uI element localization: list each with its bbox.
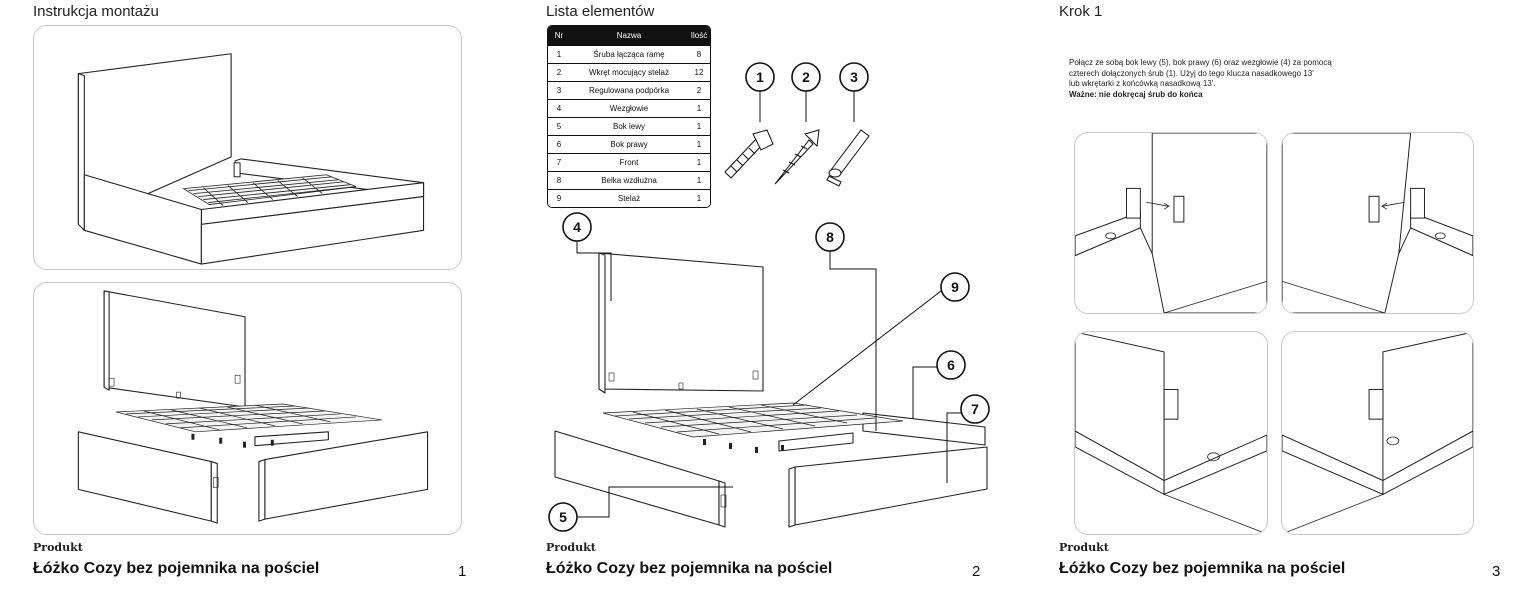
cell-nr: 3 (556, 86, 562, 95)
header-name: Nazwa (616, 31, 642, 40)
table-row: 9 Stelaż 1 (548, 189, 710, 207)
parts-table-header: Nr Nazwa Ilość (548, 26, 710, 45)
bracket-detail-illustration (1282, 133, 1473, 313)
footer-product-name: Łóżko Cozy bez pojemnika na pościel (33, 560, 320, 577)
part-badge-label: 9 (951, 279, 959, 295)
cell-name: Śruba łącząca ramę (593, 50, 665, 59)
hardware-illustration: 1 2 3 (724, 62, 870, 187)
page-title: Krok 1 (1059, 3, 1103, 20)
hardware-badge-label: 2 (802, 69, 810, 85)
step-line: lub wkrętarki z końcówką nasadkową 13'. (1069, 79, 1216, 88)
table-row: 4 Wezgłowie 1 (548, 99, 710, 117)
part-badge-label: 6 (947, 357, 955, 373)
cell-nr: 7 (556, 158, 562, 167)
cell-name: Belka wzdłużna (601, 176, 657, 185)
exploded-bed-illustration (77, 290, 429, 524)
cell-nr: 8 (556, 176, 562, 185)
table-row: 3 Regulowana podpórka 2 (548, 81, 710, 99)
cell-qty: 12 (694, 68, 704, 77)
cell-name: Bok prawy (610, 140, 648, 149)
bracket-detail-illustration (1282, 332, 1473, 534)
table-row: 7 Front 1 (548, 153, 710, 171)
parts-table: Nr Nazwa Ilość 1 Śruba łącząca ramę 8 2 Wkr… (547, 25, 711, 208)
cell-nr: 9 (556, 194, 562, 203)
page-1: Instrukcja montażu (0, 0, 513, 597)
bracket-detail-illustration (1075, 332, 1267, 534)
cell-qty: 1 (696, 176, 702, 185)
table-row: 5 Bok lewy 1 (548, 117, 710, 135)
part-badge-label: 7 (971, 401, 979, 417)
cell-name: Front (619, 158, 639, 167)
cell-name: Wkręt mocujący stelaż (588, 68, 670, 77)
cell-name: Regulowana podpórka (588, 86, 670, 95)
table-row: 8 Belka wzdłużna 1 (548, 171, 710, 189)
detail-panel-top-right (1281, 132, 1474, 314)
cell-qty: 1 (696, 158, 702, 167)
cell-name: Bok lewy (612, 122, 645, 131)
detail-panel-top-left (1074, 132, 1268, 314)
header-qty: Ilość (690, 31, 708, 40)
footer-brand: Produkt (546, 541, 596, 554)
page-number: 2 (972, 563, 981, 580)
cell-nr: 6 (556, 140, 562, 149)
exploded-bed-panel (33, 282, 462, 535)
cell-qty: 1 (696, 140, 702, 149)
cell-qty: 1 (696, 122, 702, 131)
cell-qty: 8 (696, 50, 702, 59)
assembled-bed-panel (33, 25, 462, 270)
table-row: 2 Wkręt mocujący stelaż 12 (548, 63, 710, 81)
cell-nr: 2 (556, 68, 562, 77)
footer-product-name: Łóżko Cozy bez pojemnika na pościel (1059, 560, 1346, 577)
cell-nr: 5 (556, 122, 562, 131)
page-2: Lista elementów Nr Nazwa Ilość 1 Śruba łą… (513, 0, 1026, 597)
detail-panel-bottom-right (1281, 331, 1474, 535)
hardware-badge-label: 1 (756, 69, 764, 85)
part-badge-label: 5 (559, 509, 567, 525)
page-title: Lista elementów (546, 3, 655, 20)
page-title: Instrukcja montażu (33, 3, 159, 20)
page-number: 1 (458, 563, 467, 580)
table-row: 1 Śruba łącząca ramę 8 (548, 45, 710, 63)
page-3: Krok 1 Połącz ze sobą bok lewy (5), bok … (1026, 0, 1539, 597)
bracket-detail-illustration (1075, 133, 1267, 313)
step-instructions: Połącz ze sobą bok lewy (5), bok prawy (… (1069, 58, 1489, 100)
part-badge-label: 8 (826, 229, 834, 245)
page-number: 3 (1492, 563, 1501, 580)
cell-name: Stelaż (617, 194, 641, 203)
cell-qty: 2 (696, 86, 702, 95)
step-line: Połącz ze sobą bok lewy (5), bok prawy (… (1069, 58, 1332, 67)
support-foot-icon (826, 129, 870, 187)
assembled-bed-illustration (77, 53, 425, 265)
footer-brand: Produkt (33, 541, 83, 554)
footer-product-name: Łóżko Cozy bez pojemnika na pościel (546, 560, 833, 577)
hardware-badge-label: 3 (850, 69, 858, 85)
cell-nr: 1 (556, 50, 562, 59)
cell-qty: 1 (696, 194, 702, 203)
part-badge-label: 4 (573, 219, 581, 235)
step-line: czterech dołączonych śrub (1). Użyj do t… (1069, 68, 1314, 78)
exploded-parts-diagram: 4 8 9 6 7 5 (548, 212, 990, 532)
detail-panel-bottom-left (1074, 331, 1268, 535)
table-row: 6 Bok prawy 1 (548, 135, 710, 153)
screw-icon (774, 129, 820, 185)
cell-nr: 4 (556, 104, 562, 113)
cell-name: Wezgłowie (609, 104, 649, 113)
footer-brand: Produkt (1059, 541, 1109, 554)
header-nr: Nr (554, 31, 564, 40)
step-important-note: Ważne: nie dokręcaj śrub do końca (1069, 89, 1203, 99)
cell-qty: 1 (696, 104, 702, 113)
bolt-icon (724, 129, 774, 179)
